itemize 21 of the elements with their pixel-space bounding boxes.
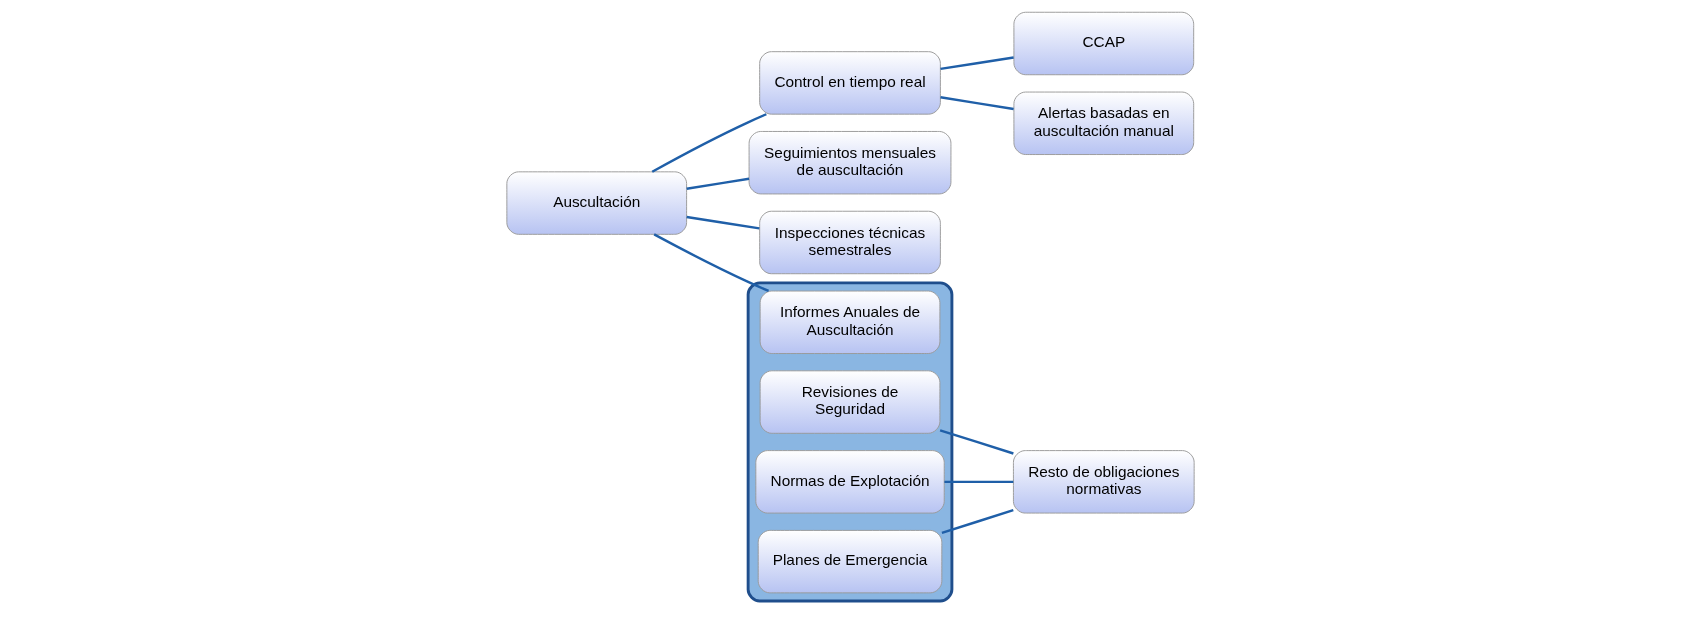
connector xyxy=(939,96,1014,111)
connector xyxy=(653,233,769,293)
connector xyxy=(651,113,767,173)
node-box: Seguimientos mensuales de auscultación xyxy=(748,131,951,195)
connector xyxy=(941,509,1014,534)
connector xyxy=(939,429,1014,455)
node-box: Control en tiempo real xyxy=(758,51,941,115)
node-box: Revisiones de Seguridad xyxy=(759,370,940,434)
node-box: Normas de Explotación xyxy=(754,450,945,514)
node-box: Auscultación xyxy=(505,171,687,235)
connector xyxy=(943,480,1013,484)
node-box: Inspecciones técnicas semestrales xyxy=(758,210,941,275)
node-box: Alertas basadas en auscultación manual xyxy=(1012,91,1194,155)
connector xyxy=(939,56,1014,71)
cluster xyxy=(746,281,953,603)
node-box: Planes de Emergencia xyxy=(757,529,942,594)
connector xyxy=(685,177,749,190)
node-box: Resto de obligaciones normativas xyxy=(1012,450,1195,514)
connector xyxy=(685,215,760,230)
node-box: Informes Anuales de Auscultación xyxy=(759,290,940,354)
node-box: CCAP xyxy=(1012,11,1194,76)
